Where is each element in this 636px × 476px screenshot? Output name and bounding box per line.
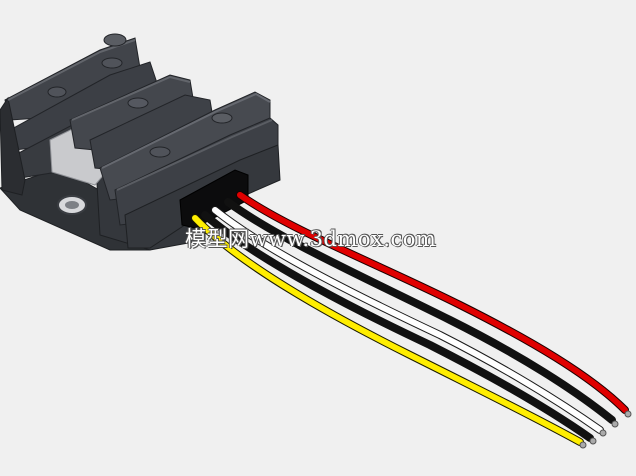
wire-tips: [579, 410, 632, 449]
fin-back-left-side: [0, 96, 26, 196]
tip-black-1: [611, 420, 619, 428]
fin-highlight-2: [71, 75, 191, 121]
tip-white: [599, 429, 607, 437]
wire-black-2: [201, 211, 594, 442]
heatsink-module: [0, 33, 281, 251]
screw-boss-2: [101, 57, 123, 69]
fin-highlight-4: [116, 119, 273, 191]
tip-red: [624, 410, 632, 418]
wire-black-1: [224, 198, 616, 424]
tip-yellow: [579, 441, 587, 449]
fin-highlight-3: [101, 92, 271, 169]
screw-boss-5: [211, 112, 233, 124]
screw-boss-6: [149, 146, 171, 158]
screw-boss-1: [103, 33, 127, 47]
screw-boss-4: [127, 97, 149, 109]
wire-harness: [191, 191, 629, 446]
tip-black-2: [589, 437, 597, 445]
mounting-hole-inner: [65, 201, 79, 209]
screw-boss-3: [47, 86, 67, 98]
